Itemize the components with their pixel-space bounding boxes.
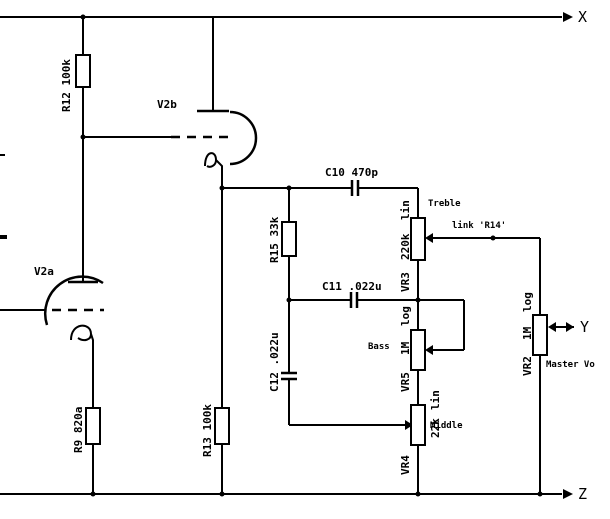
vr2-value: 1M xyxy=(521,326,534,340)
vr3-taper: lin xyxy=(399,200,412,220)
vr3-value: 220k xyxy=(399,233,412,260)
bass-label: Bass xyxy=(368,342,390,352)
vr4-value: 22k xyxy=(429,418,442,438)
resistor-r9: R9 820a xyxy=(72,407,101,494)
middle-label: Middle xyxy=(430,420,463,431)
master-volume-label: Master Vo xyxy=(546,360,595,370)
resistor-r13: R13 100k xyxy=(201,185,352,494)
r12-label: R12 100k xyxy=(60,59,73,112)
terminal-x-label: X xyxy=(578,8,587,26)
pot-vr5: Bass log 1M VR5 xyxy=(368,300,465,405)
v2b-label: V2b xyxy=(157,98,177,111)
rail-z: Z xyxy=(0,485,587,503)
r15-label: R15 33k xyxy=(268,216,281,263)
capacitor-c11: C11 .022u xyxy=(289,280,464,308)
r9-label: R9 820a xyxy=(72,407,85,453)
link-note: link 'R14' xyxy=(452,220,506,231)
pot-vr4: Middle lin 22k VR4 xyxy=(399,390,463,494)
resistor-r12: R12 100k xyxy=(60,17,91,282)
pot-vr3: Treble lin 220k VR3 link 'R14' xyxy=(399,188,541,330)
c12-label: C12 .022u xyxy=(268,332,281,392)
pot-vr2: Y Master Vo log 1M VR2 xyxy=(521,292,595,497)
vr5-value: 1M xyxy=(399,341,412,355)
rail-z-arrow xyxy=(563,489,573,499)
terminal-y-label: Y xyxy=(580,318,589,336)
vr2-taper: log xyxy=(521,292,534,312)
terminal-z-label: Z xyxy=(578,485,587,503)
vr5-name: VR5 xyxy=(399,372,412,392)
r13-label: R13 100k xyxy=(201,404,214,457)
vr4-name: VR4 xyxy=(399,455,412,475)
vr3-name: VR3 xyxy=(399,272,412,292)
capacitor-c10: C10 470p xyxy=(325,166,418,196)
treble-label: Treble xyxy=(428,199,461,209)
valve-v2b: V2b xyxy=(83,17,258,188)
rail-x-arrow xyxy=(563,12,573,22)
vr5-taper: log xyxy=(399,306,412,326)
valve-v2a: V2a xyxy=(0,154,104,408)
v2a-label: V2a xyxy=(34,265,54,278)
rail-x: X xyxy=(0,8,587,26)
vr2-name: VR2 xyxy=(521,356,534,376)
c10-label: C10 470p xyxy=(325,166,378,179)
vr4-taper: lin xyxy=(429,390,442,410)
capacitor-c12: C12 .022u xyxy=(268,332,413,430)
c11-label: C11 .022u xyxy=(322,280,382,293)
resistor-r15: R15 33k xyxy=(268,185,297,373)
